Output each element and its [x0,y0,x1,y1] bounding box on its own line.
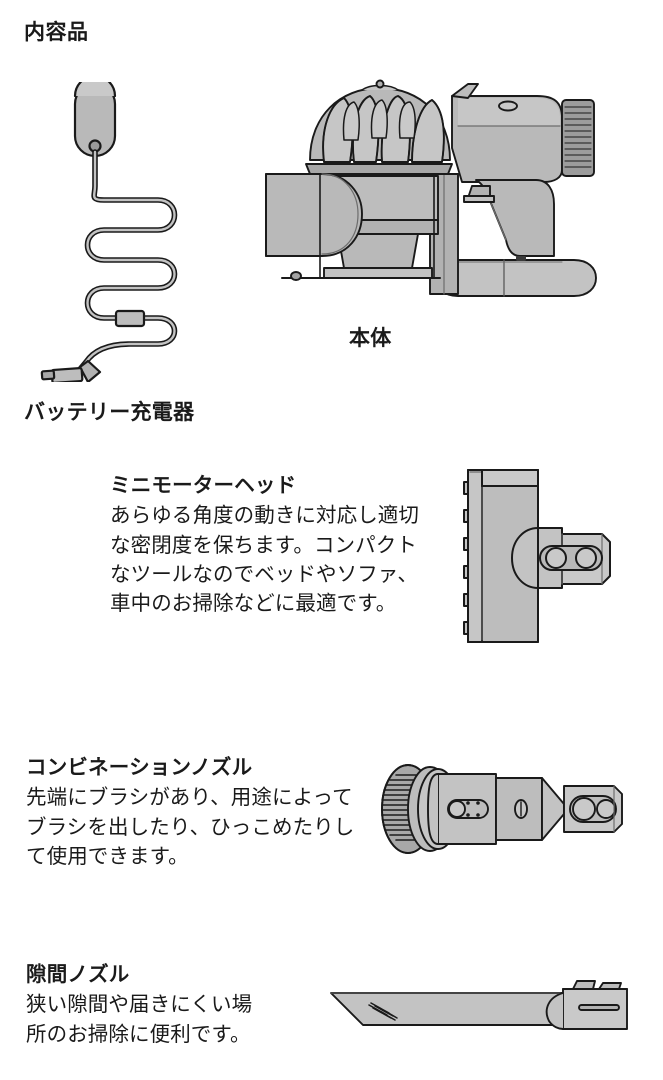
text-line: あらゆる角度の動きに対応し適切 [110,504,419,528]
text-line: ブラシを出したり、ひっこめたりし [26,815,355,839]
section-text-combination-nozzle: 先端にブラシがあり、用途によって ブラシを出したり、ひっこめたりし て使用できま… [26,783,376,871]
text-line: 車中のお掃除などに最適です。 [110,592,397,616]
main-body-illustration [262,78,632,318]
section-mini-motor-head: ミニモーターヘッド あらゆる角度の動きに対応し適切 な密閉度を保ちます。コンパク… [110,473,440,618]
page-title: 内容品 [24,21,89,44]
section-crevice-nozzle: 隙間ノズル 狭い隙間や届きにくい場 所のお掃除に便利です。 [26,962,326,1049]
section-heading-mini-motor-head: ミニモーターヘッド [110,474,297,497]
text-line: 先端にブラシがあり、用途によって [26,786,353,810]
text-line: 所のお掃除に便利です。 [26,1022,251,1046]
crevice-nozzle-illustration [327,975,637,1045]
section-combination-nozzle: コンビネーションノズル 先端にブラシがあり、用途によって ブラシを出したり、ひっ… [26,755,376,871]
section-text-crevice-nozzle: 狭い隙間や届きにくい場 所のお掃除に便利です。 [26,990,326,1049]
text-line: 狭い隙間や届きにくい場 [26,993,253,1017]
combination-nozzle-illustration [378,762,628,857]
caption-battery-charger: バッテリー充電器 [24,401,195,424]
section-text-mini-motor-head: あらゆる角度の動きに対応し適切 な密閉度を保ちます。コンパクト なツールなのでベ… [110,501,440,618]
battery-charger-illustration [30,82,210,382]
section-heading-crevice-nozzle: 隙間ノズル [26,963,130,986]
text-line: な密閉度を保ちます。コンパクト [110,533,417,557]
text-line: なツールなのでベッドやソファ、 [110,562,418,586]
section-heading-combination-nozzle: コンビネーションノズル [26,756,253,779]
caption-main-body: 本体 [349,327,392,350]
mini-motor-head-illustration [462,466,632,651]
text-line: て使用できます。 [26,844,189,868]
